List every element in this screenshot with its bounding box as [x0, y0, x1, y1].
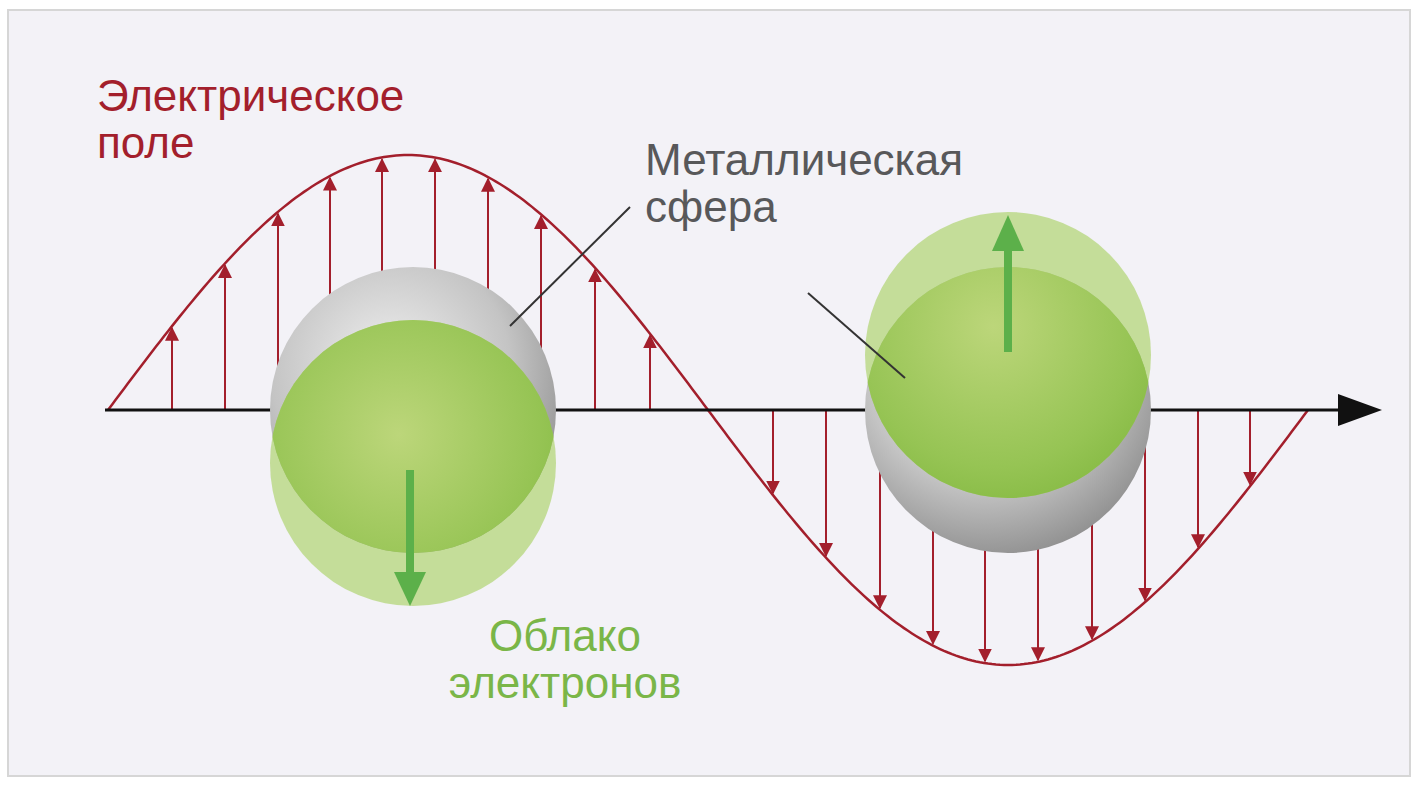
cloud-arrowhead: [992, 215, 1024, 251]
cloud-label: Облако электронов: [395, 612, 735, 706]
electron-cloud: [865, 212, 1151, 498]
field-vector: [224, 265, 226, 410]
leader-line: [808, 293, 905, 378]
electron-cloud: [270, 320, 556, 606]
field-vector: [825, 410, 827, 556]
axis-arrowhead: [1338, 394, 1382, 426]
sphere-label: Металлическая сфера: [645, 136, 1045, 230]
electron-cloud-overlap: [270, 320, 556, 606]
field-label: Электрическое поле: [97, 72, 487, 166]
field-vector: [772, 410, 774, 493]
field-vector: [171, 328, 173, 410]
field-vector: [594, 270, 596, 410]
field-vector: [1249, 410, 1251, 484]
leader-line: [510, 207, 630, 326]
cloud-arrow: [406, 470, 414, 575]
electron-cloud-overlap: [865, 212, 1151, 498]
cloud-arrow: [1004, 248, 1012, 352]
frame: [8, 10, 1410, 776]
field-vector: [1197, 410, 1199, 547]
cloud-arrowhead: [394, 572, 426, 606]
field-vector: [649, 336, 651, 410]
